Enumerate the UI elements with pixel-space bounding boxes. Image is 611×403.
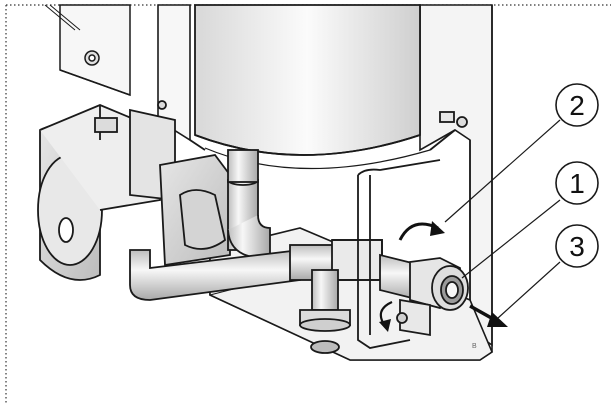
callout-3: 3 <box>555 224 599 268</box>
valve-block <box>159 149 271 267</box>
drain-fitting <box>299 269 351 354</box>
circulation-pump <box>37 104 176 281</box>
callout-2: 2 <box>555 83 599 127</box>
corner-mark: B <box>472 343 477 350</box>
leader-lines <box>444 119 561 319</box>
top-bracket <box>44 4 131 97</box>
ball-valve <box>379 253 469 337</box>
rotate-counterclockwise-arrow-icon <box>379 300 393 332</box>
callout-2-label: 2 <box>569 90 585 121</box>
rotate-clockwise-arrow-icon <box>398 221 445 241</box>
callout-3-label: 3 <box>569 231 585 262</box>
callout-1-label: 1 <box>569 168 585 199</box>
flow-direction-arrow-icon <box>469 304 508 327</box>
storage-tank <box>157 4 468 170</box>
callout-1: 1 <box>555 161 599 205</box>
return-pipe <box>357 159 441 349</box>
